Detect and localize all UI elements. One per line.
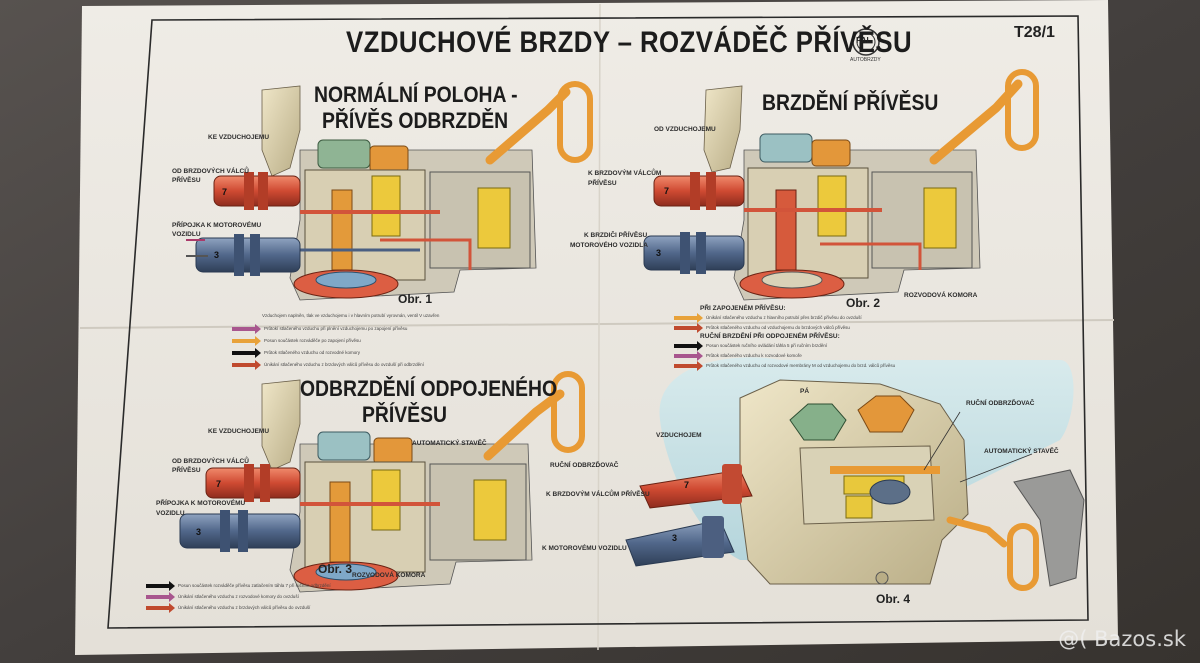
panel3-label-rucni: RUČNÍ ODBRZĎOVAČ: [550, 462, 619, 469]
legend-arrow-icon: [146, 591, 175, 602]
panel4-label-automaticky: AUTOMATICKÝ STAVĚČ: [984, 448, 1059, 455]
logo-word: PAL: [856, 36, 872, 45]
panel1-legend-row: Průtokí stlačeného vzduchu při plnění vz…: [232, 323, 408, 334]
panel3-label-ke-vzduchojemu: KE VZDUCHOJEMU: [208, 428, 270, 435]
svg-text:3: 3: [656, 248, 661, 258]
panel1-title-line1: NORMÁLNÍ POLOHA -: [314, 82, 518, 107]
panel3-label-pripojka-2: VOZIDLU: [156, 510, 185, 517]
panel2-label-komora: ROZVODOVÁ KOMORA: [904, 292, 978, 299]
panel3-legend-row: Únikání stlačeného vzduchu z rozvodové k…: [146, 591, 299, 602]
legend-arrow-icon: [146, 602, 175, 613]
watermark: @( Bazos.sk: [1058, 627, 1186, 651]
legend-text: Únikání stlačeného vzduchu z brzdových v…: [264, 362, 424, 367]
legend-text: Únikání stlačeného vzduchu z brzdových v…: [178, 605, 311, 610]
panel2-label-k-brzdici-2: MOTOROVÉHO VOZIDLA: [570, 242, 648, 249]
svg-text:7: 7: [684, 480, 689, 490]
svg-text:3: 3: [214, 250, 219, 260]
panel2-legend-row: Únikání stlačeného vzduchu z hlavního po…: [674, 312, 862, 323]
panel1-label-od-valcu-2: PŘÍVĚSU: [172, 177, 201, 184]
legend-arrow-icon: [674, 360, 703, 371]
panel2-label-k-brzdici-1: K BRZDIČI PŘÍVĚSU: [584, 232, 648, 239]
legend-text: Posun součástek rozváděče přívěsu zatlač…: [178, 583, 331, 588]
legend-text: Průtokí stlačeného vzduchu při plnění vz…: [264, 326, 408, 331]
legend-text: Průtok stlačeného vzduchu od vzduchojemu…: [706, 325, 850, 330]
poster-title: VZDUCHOVÉ BRZDY – ROZVÁDĚČ PŘÍVĚSU: [346, 26, 913, 59]
panel3-legend-row: Únikání stlačeného vzduchu z brzdových v…: [146, 602, 311, 613]
legend-arrow-icon: [674, 322, 703, 333]
panel2-legend-head1: PŘI ZAPOJENÉM PŘÍVĚSU:: [700, 305, 786, 312]
legend-arrow-icon: [232, 323, 261, 334]
panel2-label-od-vzduchojemu: OD VZDUCHOJEMU: [654, 126, 716, 133]
panel2-label-k-valcum-1: K BRZDOVÝM VÁLCŮM: [588, 170, 662, 177]
panel4-figure-label: Obr. 4: [876, 592, 911, 606]
panel1-legend-row: Únikání stlačeného vzduchu z brzdových v…: [232, 359, 424, 370]
legend-text: Únikání stlačeného vzduchu z rozvodové k…: [178, 594, 299, 599]
panel4-label-pa: PÁ: [800, 388, 810, 395]
panel4-label-rucni: RUČNÍ ODBRZĎOVAČ: [966, 400, 1035, 407]
panel3-label-od-valcu-2: PŘÍVĚSU: [172, 467, 201, 474]
panel1-label-pripojka-2: VOZIDLU: [172, 231, 201, 238]
legend-text: Průtok stlačeného vzduchu od rozvodné ko…: [264, 350, 361, 355]
svg-text:7: 7: [664, 186, 669, 196]
panel4-label-k-valcum: K BRZDOVÝM VÁLCŮM PŘÍVĚSU: [546, 491, 650, 498]
panel3-label-automaticky: AUTOMATICKÝ STAVĚČ: [412, 440, 487, 447]
panel1-label-ke-vzduchojemu: KE VZDUCHOJEMU: [208, 134, 270, 141]
panel1-legend-intro: Vzduchojem naplněn, tlak ve vzduchojemu …: [262, 313, 440, 318]
panel3-label-pripojka-1: PŘÍPOJKA K MOTOROVÉMU: [156, 500, 246, 507]
panel3-label-komora: ROZVODOVÁ KOMORA: [352, 572, 426, 579]
panel1-figure-label: Obr. 1: [398, 292, 433, 306]
panel1-legend-row: Posun součástek rozváděče po zapojení př…: [232, 335, 361, 346]
panel2-legend-row: Průtok stlačeného vzduchu od rozvodové m…: [674, 360, 896, 371]
legend-text: Únikání stlačeného vzduchu z hlavního po…: [706, 315, 862, 320]
panel2-legend-row: Průtok stlačeného vzduchu k rozvodové ko…: [674, 350, 802, 361]
legend-arrow-icon: [674, 350, 703, 361]
legend-text: Posun součástek rozváděče po zapojení př…: [264, 338, 361, 343]
panel2-label-k-valcum-2: PŘÍVĚSU: [588, 180, 617, 187]
legend-arrow-icon: [146, 580, 175, 591]
svg-text:3: 3: [672, 533, 677, 543]
panel2-title: BRZDĚNÍ PŘÍVĚSU: [762, 90, 939, 115]
legend-arrow-icon: [232, 335, 261, 346]
panel2-legend-row: Posun součástek ručního ovládání táhla 5…: [674, 340, 828, 351]
panel3-title-line2: PŘÍVĚSU: [362, 402, 448, 427]
panel1-legend-row: Průtok stlačeného vzduchu od rozvodné ko…: [232, 347, 361, 358]
panel4-label-vzduchojem: VZDUCHOJEM: [656, 432, 702, 439]
legend-arrow-icon: [232, 359, 261, 370]
panel1-label-od-valcu-1: OD BRZDOVÝCH VÁLCŮ: [172, 168, 249, 175]
svg-text:7: 7: [216, 479, 221, 489]
svg-text:7: 7: [222, 187, 227, 197]
panel1-title-line2: PŘÍVĚS ODBRZDĚN: [322, 108, 509, 133]
legend-arrow-icon: [674, 312, 703, 323]
panel3-legend-row: Posun součástek rozváděče přívěsu zatlač…: [146, 580, 331, 591]
poster-code: T28/1: [1014, 24, 1055, 41]
panel2-figure-label: Obr. 2: [846, 296, 881, 310]
panel2-legend-head2: RUČNÍ BRZDĚNÍ PŘI ODPOJENÉM PŘÍVĚSU:: [700, 333, 840, 340]
svg-text:3: 3: [196, 527, 201, 537]
panel4-label-k-vozidlu: K MOTOROVÉMU VOZIDLU: [542, 545, 627, 552]
panel3-figure-label: Obr. 3: [318, 562, 353, 576]
legend-text: Posun součástek ručního ovládání táhla 5…: [706, 343, 828, 348]
panel3-label-od-valcu-1: OD BRZDOVÝCH VÁLCŮ: [172, 458, 249, 465]
logo-caption: AUTOBRZDY: [850, 57, 881, 63]
legend-text: Průtok stlačeného vzduchu k rozvodové ko…: [706, 353, 802, 358]
panel1-label-pripojka-1: PŘÍPOJKA K MOTOROVÉMU: [172, 222, 262, 229]
legend-arrow-icon: [232, 347, 261, 358]
panel2-legend-row: Průtok stlačeného vzduchu od vzduchojemu…: [674, 322, 850, 333]
legend-arrow-icon: [674, 340, 703, 351]
panel3-title-line1: ODBRZDĚNÍ ODPOJENÉHO: [300, 376, 558, 401]
legend-text: Průtok stlačeného vzduchu od rozvodové m…: [706, 363, 896, 368]
